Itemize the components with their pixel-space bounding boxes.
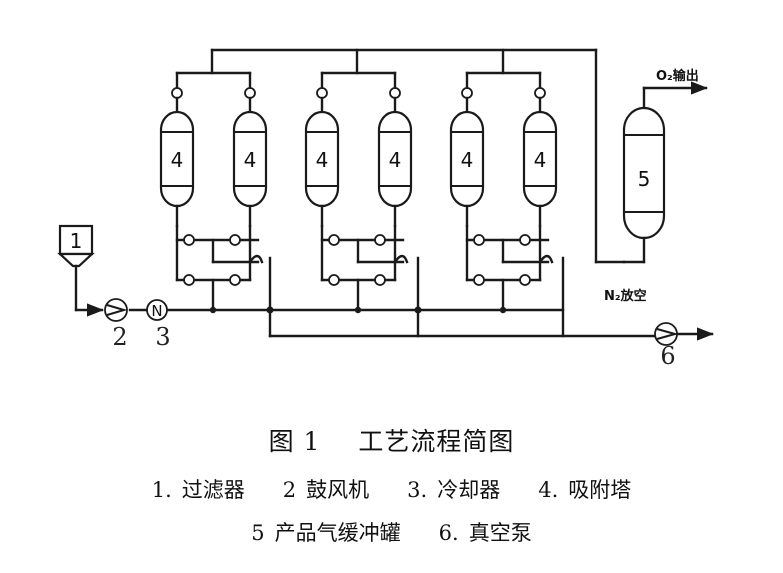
legend-num-4: 4.: [538, 478, 559, 502]
switch-valve: [374, 274, 386, 286]
switch-valve: [183, 274, 195, 286]
legend-item-blower: 鼓风机: [306, 478, 370, 502]
top-valve: [171, 87, 183, 99]
legend-item-vacuum-pump: 真空泵: [468, 521, 532, 545]
switch-valve: [328, 274, 340, 286]
legend-item-filter: 过滤器: [181, 478, 245, 502]
blower-label: 2: [112, 323, 127, 351]
switch-valve: [519, 234, 531, 246]
switch-valve: [473, 234, 485, 246]
switch-valve: [229, 274, 241, 286]
tower-label: 4: [389, 148, 402, 172]
product-buffer-tank: 5 O₂输出: [622, 68, 708, 264]
main-feed-pipe: [74, 303, 565, 317]
cooler: N 3: [146, 299, 171, 351]
legend-line-1: 1. 过滤器 2 鼓风机 3. 冷却器 4. 吸附塔: [0, 474, 783, 504]
vacuum-pump-label: 6: [660, 342, 675, 370]
legend-item-cooler: 冷却器: [437, 478, 501, 502]
tower-label: 4: [316, 148, 329, 172]
legend-num-3: 3.: [407, 478, 428, 502]
switch-valve: [519, 274, 531, 286]
figure-caption: 图 1 工艺流程简图: [0, 422, 783, 458]
filter-label: 1: [70, 229, 83, 253]
figure-number: 图 1: [268, 427, 321, 456]
legend-item-adsorption-tower: 吸附塔: [568, 478, 632, 502]
figure-title: 工艺流程简图: [358, 427, 515, 456]
tower-label: 4: [534, 148, 547, 172]
legend-num-5: 5: [251, 521, 265, 545]
switch-valve: [229, 234, 241, 246]
tower-label: 4: [171, 148, 184, 172]
top-valve: [244, 87, 256, 99]
legend-item-buffer-tank: 产品气缓冲罐: [274, 521, 401, 545]
o2-output-label: O₂输出: [656, 68, 699, 84]
buffer-tank-label: 5: [638, 167, 651, 191]
n2-vent-label: N₂放空: [604, 288, 647, 304]
top-valve: [461, 87, 473, 99]
filter: 1: [57, 224, 95, 312]
top-header-pipe: [210, 48, 626, 264]
switch-valve: [328, 234, 340, 246]
cooler-label: 3: [155, 323, 170, 351]
legend-num-1: 1.: [151, 478, 172, 502]
legend-num-6: 6.: [438, 521, 459, 545]
legend-line-2: 5 产品气缓冲罐 6. 真空泵: [0, 517, 783, 547]
top-valve: [534, 87, 546, 99]
tower-label: 4: [461, 148, 474, 172]
cooler-symbol: N: [151, 302, 162, 320]
vacuum-return-pipe: [268, 256, 714, 341]
switch-valve: [374, 234, 386, 246]
switch-valve: [473, 274, 485, 286]
top-valve: [389, 87, 401, 99]
switch-valve: [183, 234, 195, 246]
vacuum-pump: 6: [654, 322, 679, 370]
legend-num-2: 2: [282, 478, 297, 502]
tower-label: 4: [244, 148, 257, 172]
blower: 2: [104, 298, 128, 351]
top-valve: [316, 87, 328, 99]
